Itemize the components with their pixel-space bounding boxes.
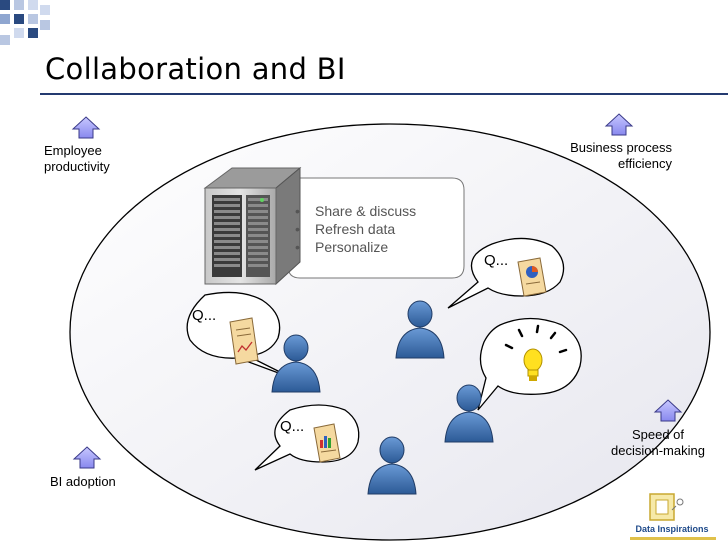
person-icon-1 [271,334,321,393]
document-chart-icon-right [517,257,547,297]
up-arrow-icon-employee [71,116,101,139]
label-speed-decision: Speed of decision-making [598,427,718,459]
label-employee-line2: productivity [44,159,110,174]
label-business-line1: Business process [570,140,672,155]
speech-text-right: Q... [484,252,509,269]
person-icon-2 [395,300,445,359]
person-icon-4 [367,436,417,495]
up-arrow-icon-business [604,113,634,136]
logo-name: Data Inspirations [635,524,709,534]
feature-item-1: •Share & discuss [295,203,417,219]
feature-item-3-label: Personalize [315,239,389,255]
label-speed-line2: decision-making [611,443,705,458]
feature-item-1-label: Share & discuss [315,203,417,219]
title-divider [40,93,728,95]
speech-text-bottom: Q... [280,418,305,435]
light-bulb-icon [504,324,568,381]
feature-item-2: •Refresh data [295,221,396,237]
up-arrow-icon-speed [653,399,683,422]
label-employee-line1: Employee [44,143,102,158]
label-speed-line1: Speed of [631,427,685,442]
feature-item-3: •Personalize [295,239,389,255]
speech-text-left: Q... [192,307,217,324]
label-bi-adoption: BI adoption [50,474,116,489]
data-inspirations-logo-icon [649,493,684,521]
document-chart-icon-bottom [313,423,341,463]
slide-title: Collaboration and BI [45,52,346,86]
logo-tagline-bar [630,537,716,540]
label-business-line2: efficiency [618,156,672,171]
document-chart-icon-left [229,317,259,365]
feature-item-2-label: Refresh data [315,221,396,237]
up-arrow-icon-bi-adoption [72,446,102,469]
server-icon [203,166,302,286]
person-icon-3 [444,384,494,443]
label-employee-productivity: Employee productivity [44,143,110,175]
label-business-process: Business process efficiency [552,140,672,172]
